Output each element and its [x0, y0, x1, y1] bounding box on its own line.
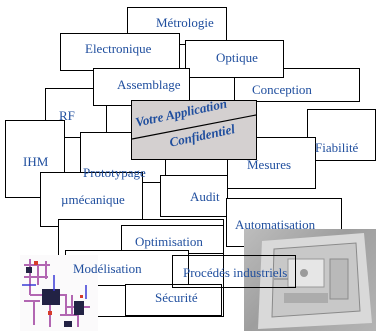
label-mumecanique: µmécanique [61, 192, 125, 207]
label-assemblage: Assemblage [117, 77, 181, 92]
device-photo-image [244, 229, 376, 331]
center-application-box: Votre Application Confidentiel [131, 96, 257, 160]
box-optimisation-label [121, 225, 224, 254]
box-optique [185, 40, 284, 78]
label-prototypage: Prototypage [83, 165, 146, 180]
label-rf: RF [59, 108, 75, 123]
label-modelisation: Modélisation [73, 261, 142, 276]
label-audit: Audit [190, 189, 220, 204]
label-mesures: Mesures [247, 157, 292, 172]
box-procedes [172, 255, 296, 288]
label-automatisation: Automatisation [235, 217, 316, 232]
label-optimisation: Optimisation [135, 234, 203, 249]
label-ihm: IHM [23, 154, 49, 169]
label-conception: Conception [252, 82, 312, 97]
label-securite: Sécurité [155, 290, 198, 305]
label-procedes: Procédés industriels [183, 265, 288, 280]
label-metrologie: Métrologie [156, 15, 214, 30]
box-mumecanique [40, 172, 143, 227]
label-optique: Optique [216, 50, 258, 65]
box-audit [160, 175, 228, 217]
pcb-layout-image [20, 255, 98, 331]
box-securite [125, 284, 222, 316]
label-electronique: Electronique [85, 41, 152, 56]
box-assemblage [93, 68, 190, 106]
label-fiabilite: Fiabilité [315, 140, 359, 155]
box-fiabilite [307, 109, 376, 161]
